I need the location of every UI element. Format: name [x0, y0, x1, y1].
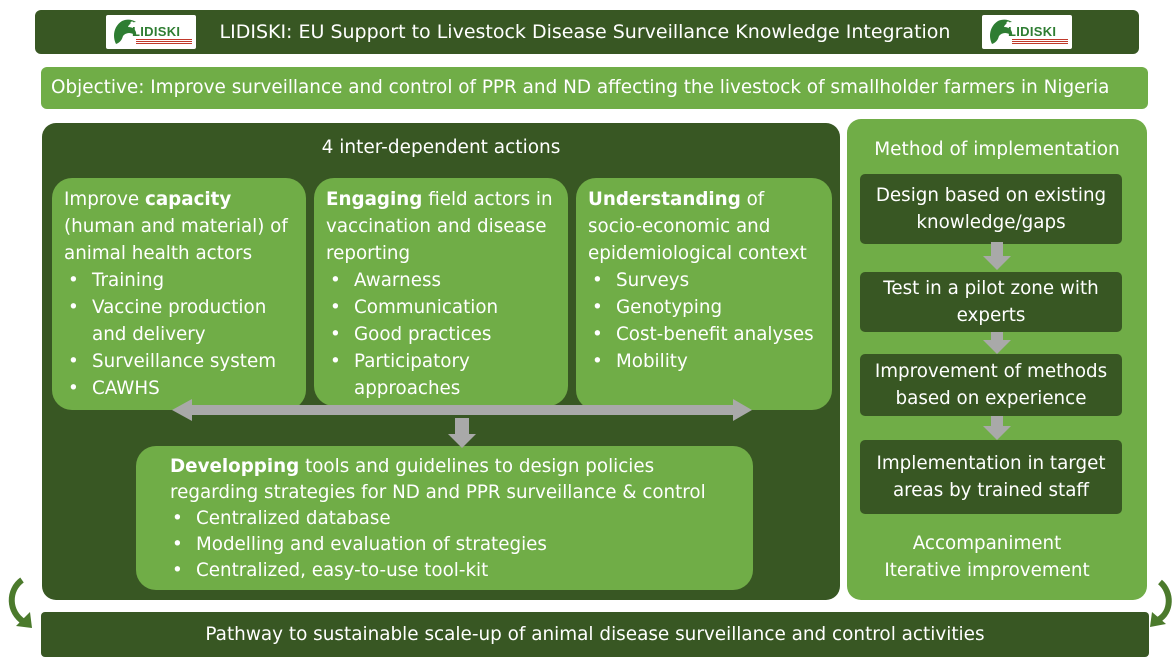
method-step-4: Implementation in target areas by traine…: [860, 440, 1122, 514]
list-item: Awarness: [326, 267, 558, 294]
objective-banner: Objective: Improve surveillance and cont…: [41, 67, 1148, 109]
accompaniment-label: Accompaniment: [912, 533, 1062, 554]
bird-logo-icon: [990, 19, 1013, 44]
engaging-list: Awarness Communication Good practices Pa…: [326, 267, 558, 402]
capacity-list: Training Vaccine production and delivery…: [64, 267, 296, 402]
curved-arrow-right-icon: [1150, 579, 1172, 627]
list-item: Training: [64, 267, 296, 294]
logo-subtitle-lines: [136, 39, 192, 45]
developping-card: Developping tools and guidelines to desi…: [136, 446, 753, 590]
lidiski-logo-left: LIDISKI: [106, 15, 196, 49]
method-step-2: Test in a pilot zone with experts: [860, 272, 1122, 332]
down-arrow-icon: [983, 416, 1011, 440]
list-item: Centralized, easy-to-use tool-kit: [170, 558, 741, 584]
list-item: Centralized database: [170, 506, 741, 532]
developping-list: Centralized database Modelling and evalu…: [170, 506, 741, 584]
down-arrow-icon: [448, 418, 476, 448]
list-item: Modelling and evaluation of strategies: [170, 532, 741, 558]
understanding-intro: Understanding of socio-economic and epid…: [588, 189, 807, 264]
down-arrow-icon: [983, 332, 1011, 354]
list-item: Participatory approaches: [326, 348, 558, 402]
capacity-intro: Improve capacity (human and material) of…: [64, 189, 288, 264]
list-item: Surveillance system: [64, 348, 296, 375]
curved-arrow-left-icon: [8, 577, 32, 628]
iterative-improvement-label: Iterative improvement: [884, 560, 1090, 581]
double-arrow-icon: [172, 399, 752, 421]
list-item: Vaccine production and delivery: [64, 294, 296, 348]
pathway-banner: Pathway to sustainable scale-up of anima…: [41, 612, 1149, 657]
method-footer: Accompaniment Iterative improvement: [847, 530, 1127, 584]
logo-subtitle-lines: [1012, 39, 1068, 45]
header-banner: [35, 10, 1139, 54]
lidiski-logo-right: LIDISKI: [982, 15, 1072, 49]
logo-text: LIDISKI: [1008, 24, 1057, 39]
list-item: Genotyping: [588, 294, 822, 321]
list-item: Mobility: [588, 348, 822, 375]
understanding-list: Surveys Genotyping Cost-benefit analyses…: [588, 267, 822, 375]
method-step-3: Improvement of methods based on experien…: [860, 354, 1122, 416]
capacity-card: Improve capacity (human and material) of…: [52, 178, 306, 410]
list-item: Cost-benefit analyses: [588, 321, 822, 348]
down-arrow-icon: [983, 242, 1011, 270]
bird-logo-icon: [114, 19, 137, 44]
list-item: Communication: [326, 294, 558, 321]
list-item: Surveys: [588, 267, 822, 294]
developping-intro: Developping tools and guidelines to desi…: [170, 456, 706, 503]
logo-text: LIDISKI: [132, 24, 181, 39]
understanding-card: Understanding of socio-economic and epid…: [576, 178, 832, 410]
list-item: Good practices: [326, 321, 558, 348]
list-item: CAWHS: [64, 375, 296, 402]
method-title: Method of implementation: [874, 139, 1120, 160]
engaging-intro: Engaging field actors in vaccination and…: [326, 189, 553, 264]
method-step-1: Design based on existing knowledge/gaps: [860, 174, 1122, 244]
engaging-card: Engaging field actors in vaccination and…: [314, 178, 568, 406]
page-title: LIDISKI: EU Support to Livestock Disease…: [219, 21, 951, 43]
actions-title: 4 inter-dependent actions: [321, 137, 561, 158]
